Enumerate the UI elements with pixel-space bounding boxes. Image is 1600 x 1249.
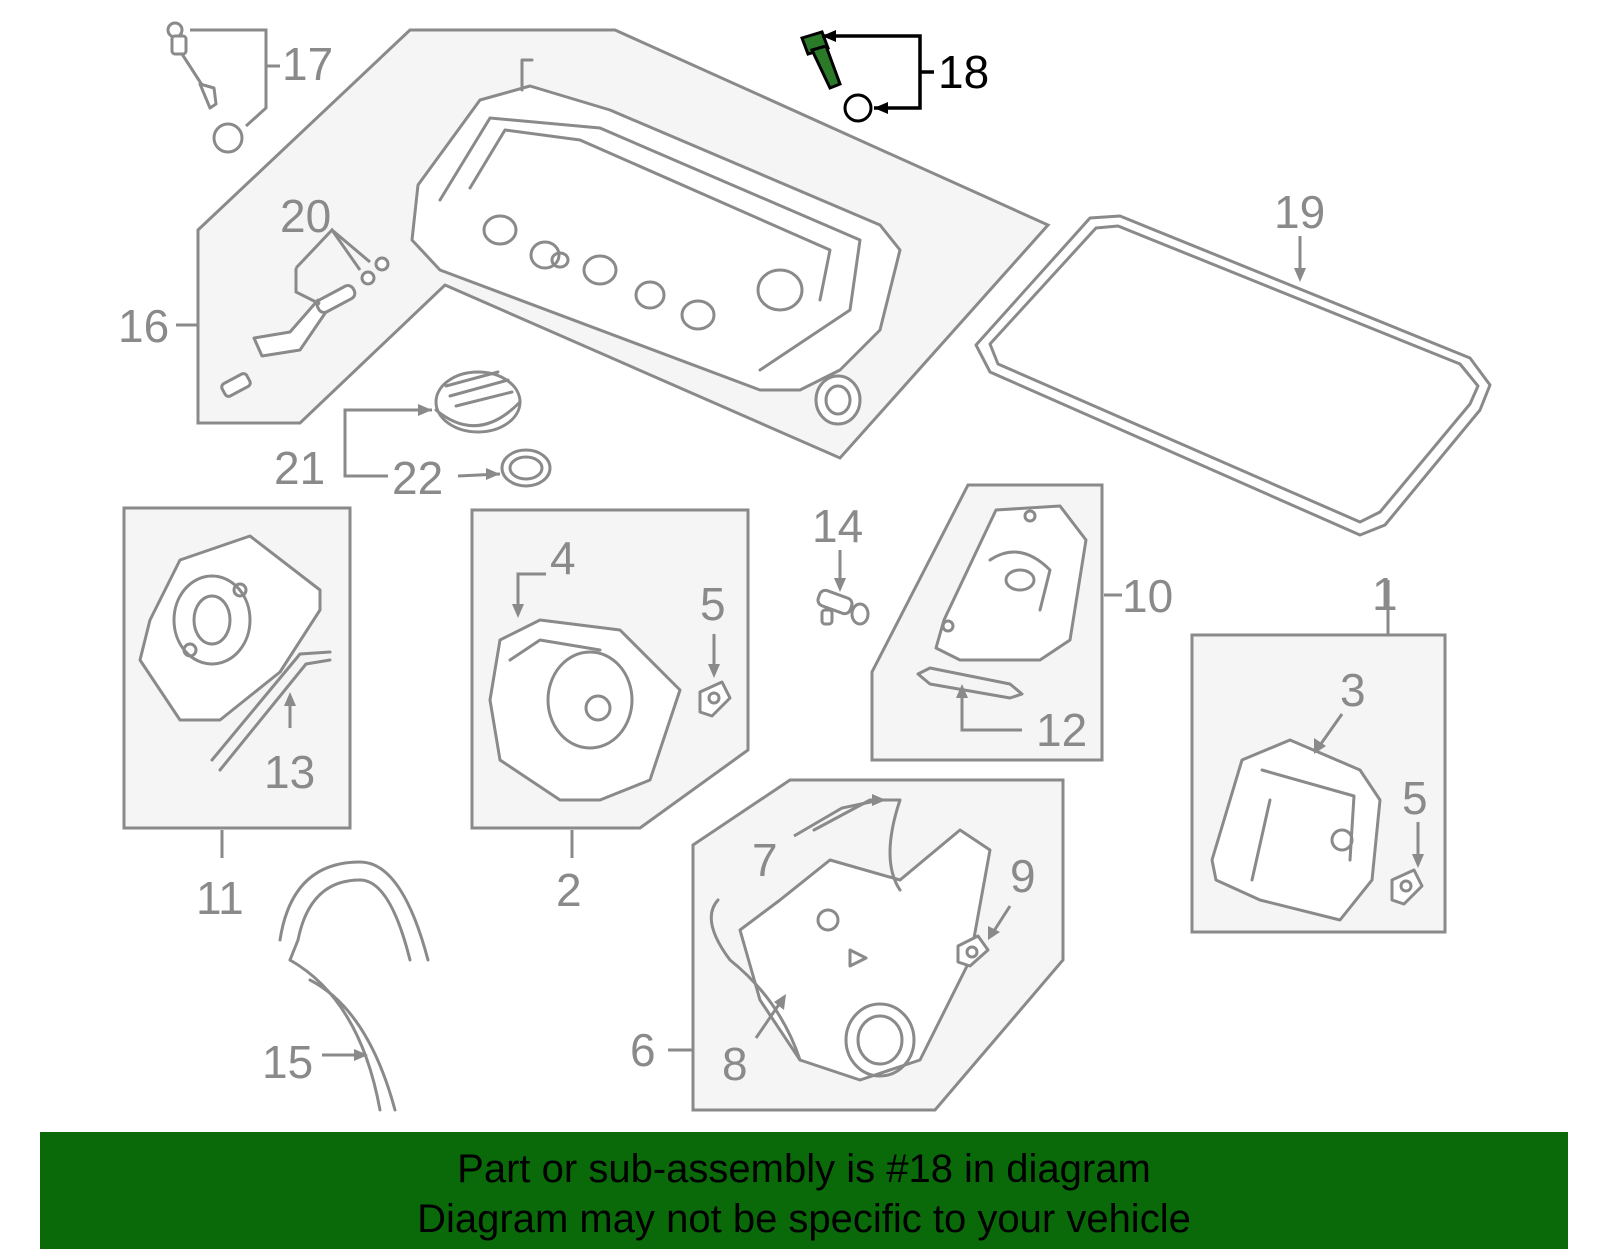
banner-line-2: Diagram may not be specific to your vehi…	[417, 1197, 1191, 1241]
part-4-timing-cover-upper[interactable]	[488, 618, 682, 802]
callout-14: 14	[812, 500, 863, 552]
leader-12	[960, 690, 1022, 732]
callout-10: 10	[1122, 570, 1173, 622]
callout-18: 18	[938, 46, 989, 98]
callout-6: 6	[630, 1024, 656, 1076]
callout-5a: 5	[700, 578, 726, 630]
part-7-gasket[interactable]	[812, 798, 902, 892]
valve-cover[interactable]	[410, 58, 902, 426]
callout-11: 11	[196, 872, 244, 924]
callout-2: 2	[556, 864, 582, 916]
callout-16: 16	[118, 300, 169, 352]
leader-3	[1316, 713, 1344, 749]
part-17[interactable]	[166, 21, 244, 154]
part-15-timing-belt[interactable]	[278, 860, 430, 1112]
banner-line-1: Part or sub-assembly is #18 in diagram	[457, 1147, 1151, 1191]
callout-19: 19	[1274, 186, 1325, 238]
part-18-bolt[interactable]	[800, 30, 842, 90]
callout-8: 8	[722, 1038, 748, 1090]
part-info-banner: Part or sub-assembly is #18 in diagram D…	[40, 1132, 1568, 1249]
part-21-oil-filler-cap[interactable]	[434, 370, 522, 434]
callout-17: 17	[282, 38, 333, 90]
callout-21: 21	[274, 442, 325, 494]
part-6-lower-cover[interactable]	[738, 828, 992, 1082]
callout-20: 20	[280, 190, 331, 242]
part-18-o-ring[interactable]	[843, 93, 873, 123]
part-12-gasket-strip[interactable]	[916, 666, 1024, 700]
callout-1: 1	[1372, 568, 1398, 620]
callout-12: 12	[1036, 704, 1087, 756]
part-3-upper-cover[interactable]	[1210, 738, 1382, 922]
part-9-clip[interactable]	[956, 934, 990, 968]
part-10-cover[interactable]	[934, 504, 1088, 662]
callout-3: 3	[1340, 664, 1366, 716]
callout-5b: 5	[1402, 772, 1428, 824]
leader-17	[190, 28, 268, 128]
leader-9	[990, 905, 1012, 935]
part-20[interactable]	[220, 256, 390, 398]
part-13-guide[interactable]	[210, 650, 332, 772]
part-11-back-cover[interactable]	[138, 534, 322, 722]
callout-13: 13	[264, 746, 315, 798]
part-5-clip-a[interactable]	[698, 680, 732, 718]
part-14-sensor[interactable]	[816, 588, 870, 626]
part-5-clip-b[interactable]	[1390, 868, 1424, 906]
callout-15: 15	[262, 1036, 313, 1088]
part-19-gasket[interactable]	[974, 214, 1492, 537]
leader-7	[793, 798, 881, 838]
leader-20	[294, 268, 321, 306]
callout-9: 9	[1010, 850, 1036, 902]
leader-8	[754, 999, 784, 1039]
part-8-gasket[interactable]	[709, 898, 802, 1062]
leader-21	[343, 408, 432, 442]
callout-4: 4	[550, 532, 576, 584]
leader-4	[516, 572, 546, 612]
callout-22: 22	[392, 452, 443, 504]
callout-7: 7	[752, 834, 778, 886]
